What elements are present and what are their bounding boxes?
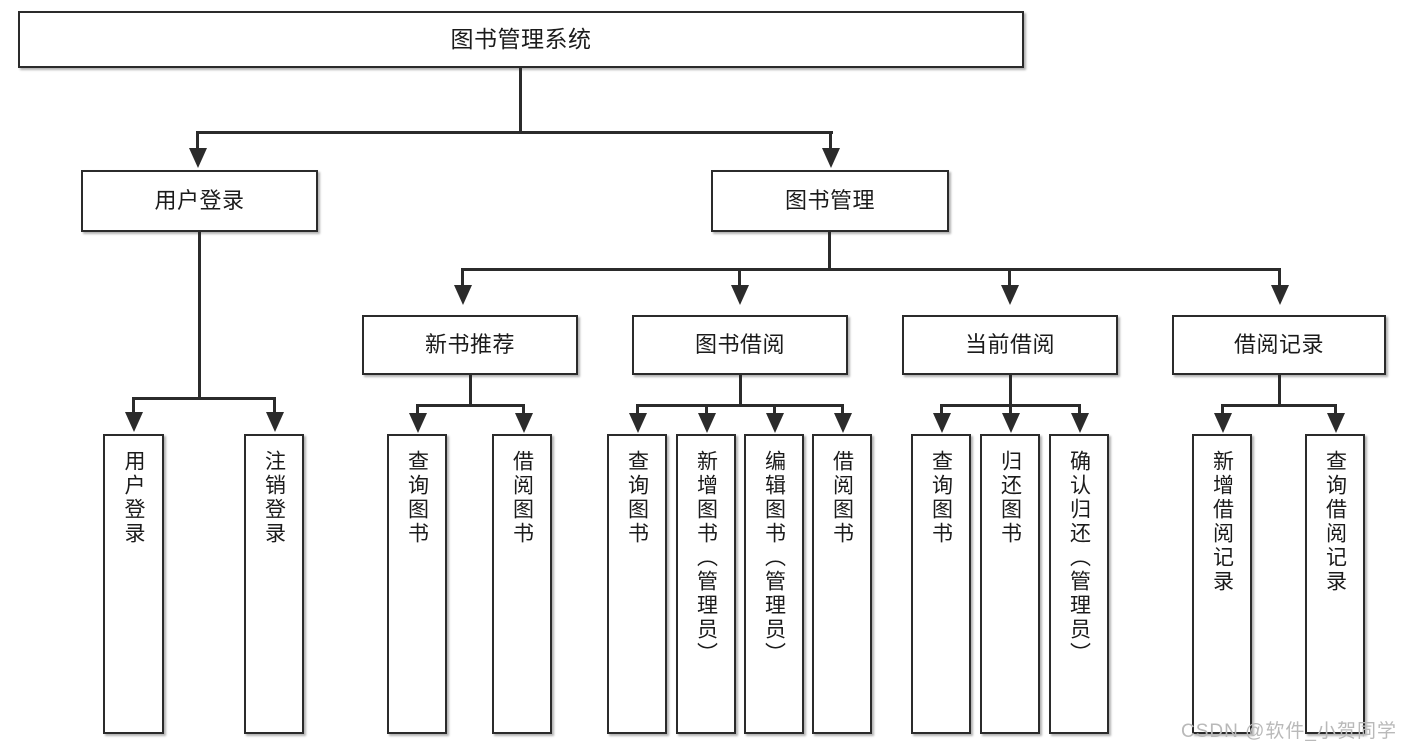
- node-book-borrow[interactable]: 图书借阅: [632, 315, 848, 375]
- arrow-user-login-to-leaf-2: [266, 412, 284, 432]
- arrow-bb-to-leaf-1: [629, 413, 647, 433]
- leaf-borrow-record-add[interactable]: 新增借阅记录: [1192, 434, 1252, 734]
- edge-user-login-to-leaf-1: [132, 397, 135, 414]
- node-label: 查询借阅记录: [1323, 450, 1347, 594]
- leaf-book-borrow-add[interactable]: 新增图书（管理员）: [676, 434, 736, 734]
- edge-bb-to-leaf-2: [705, 404, 708, 416]
- arrow-user-login-to-leaf-1: [125, 412, 143, 432]
- arrow-cb-to-leaf-3: [1071, 413, 1089, 433]
- edge-user-login-bus: [133, 397, 276, 400]
- arrow-bb-to-leaf-4: [834, 413, 852, 433]
- arrow-root-to-user-login: [189, 148, 207, 168]
- edge-book-borrow-stem: [739, 375, 742, 407]
- node-current-borrow[interactable]: 当前借阅: [902, 315, 1118, 375]
- node-label: 新书推荐: [424, 332, 515, 358]
- node-label: 归还图书: [998, 450, 1022, 546]
- edge-bb-to-leaf-4: [841, 404, 844, 416]
- leaf-new-book-query[interactable]: 查询图书: [387, 434, 447, 734]
- edge-bm-to-book-borrow: [738, 268, 741, 288]
- arrow-cb-to-leaf-1: [933, 413, 951, 433]
- arrow-bb-to-leaf-2: [698, 413, 716, 433]
- edge-br-to-leaf-1: [1221, 404, 1224, 416]
- node-label: 当前借阅: [964, 332, 1055, 358]
- node-borrow-record[interactable]: 借阅记录: [1172, 315, 1386, 375]
- edge-bm-to-new-book: [461, 268, 464, 288]
- edge-book-management-stem: [828, 232, 831, 271]
- edge-bb-to-leaf-3: [773, 404, 776, 416]
- edge-current-borrow-stem: [1009, 375, 1012, 407]
- edge-root-to-book-management: [829, 131, 832, 152]
- leaf-user-login-login[interactable]: 用户登录: [103, 434, 164, 734]
- node-label: 用户登录: [154, 188, 245, 214]
- arrow-bm-to-borrow-record: [1271, 285, 1289, 305]
- arrow-bm-to-new-book: [454, 285, 472, 305]
- leaf-current-borrow-confirm-return[interactable]: 确认归还（管理员）: [1049, 434, 1109, 734]
- node-label: 图书管理系统: [450, 25, 592, 52]
- arrow-bm-to-book-borrow: [731, 285, 749, 305]
- leaf-borrow-record-query[interactable]: 查询借阅记录: [1305, 434, 1365, 734]
- leaf-user-login-logout[interactable]: 注销登录: [244, 434, 304, 734]
- edge-cb-to-leaf-1: [940, 404, 943, 416]
- edge-root-stem: [519, 68, 522, 134]
- node-label: 注销登录: [262, 450, 286, 546]
- edge-br-to-leaf-2: [1334, 404, 1337, 416]
- node-label: 用户登录: [122, 450, 145, 546]
- node-label: 编辑图书（管理员）: [762, 450, 786, 666]
- node-label: 新增图书（管理员）: [694, 450, 718, 666]
- node-label: 借阅图书: [830, 450, 854, 546]
- edge-book-borrow-bus: [637, 404, 844, 407]
- edge-book-management-bus: [462, 268, 1281, 271]
- node-label: 借阅记录: [1233, 332, 1324, 358]
- edge-root-to-user-login: [196, 131, 199, 152]
- leaf-book-borrow-borrow[interactable]: 借阅图书: [812, 434, 872, 734]
- edge-bm-to-borrow-record: [1278, 268, 1281, 288]
- leaf-new-book-borrow[interactable]: 借阅图书: [492, 434, 552, 734]
- arrow-nb-to-leaf-2: [515, 413, 533, 433]
- node-label: 查询图书: [929, 450, 953, 546]
- edge-nb-to-leaf-1: [416, 404, 419, 416]
- arrow-nb-to-leaf-1: [409, 413, 427, 433]
- edge-user-login-stem: [198, 232, 201, 400]
- node-book-management[interactable]: 图书管理: [711, 170, 949, 232]
- arrow-br-to-leaf-2: [1327, 413, 1345, 433]
- arrow-cb-to-leaf-2: [1002, 413, 1020, 433]
- edge-bb-to-leaf-1: [636, 404, 639, 416]
- edge-borrow-record-bus: [1222, 404, 1337, 407]
- arrow-bm-to-current-borrow: [1001, 285, 1019, 305]
- edge-user-login-to-leaf-2: [273, 397, 276, 414]
- node-user-login[interactable]: 用户登录: [81, 170, 318, 232]
- edge-root-bus: [197, 131, 833, 134]
- leaf-current-borrow-query[interactable]: 查询图书: [911, 434, 971, 734]
- arrow-root-to-book-management: [822, 148, 840, 168]
- edge-cb-to-leaf-3: [1078, 404, 1081, 416]
- arrow-bb-to-leaf-3: [766, 413, 784, 433]
- leaf-book-borrow-query[interactable]: 查询图书: [607, 434, 667, 734]
- node-label: 查询图书: [405, 450, 429, 546]
- node-label: 图书借阅: [694, 332, 785, 358]
- arrow-br-to-leaf-1: [1214, 413, 1232, 433]
- node-label: 新增借阅记录: [1210, 450, 1234, 594]
- edge-cb-to-leaf-2: [1009, 404, 1012, 416]
- node-root-book-management-system[interactable]: 图书管理系统: [18, 11, 1024, 68]
- edge-bm-to-current-borrow: [1008, 268, 1011, 288]
- node-label: 确认归还（管理员）: [1067, 450, 1091, 666]
- leaf-book-borrow-edit[interactable]: 编辑图书（管理员）: [744, 434, 804, 734]
- edge-borrow-record-stem: [1278, 375, 1281, 407]
- node-label: 查询图书: [625, 450, 649, 546]
- node-new-book-recommend[interactable]: 新书推荐: [362, 315, 578, 375]
- leaf-current-borrow-return[interactable]: 归还图书: [980, 434, 1040, 734]
- edge-new-book-stem: [469, 375, 472, 407]
- node-label: 借阅图书: [510, 450, 534, 546]
- edge-new-book-bus: [417, 404, 525, 407]
- edge-nb-to-leaf-2: [522, 404, 525, 416]
- node-label: 图书管理: [784, 188, 875, 214]
